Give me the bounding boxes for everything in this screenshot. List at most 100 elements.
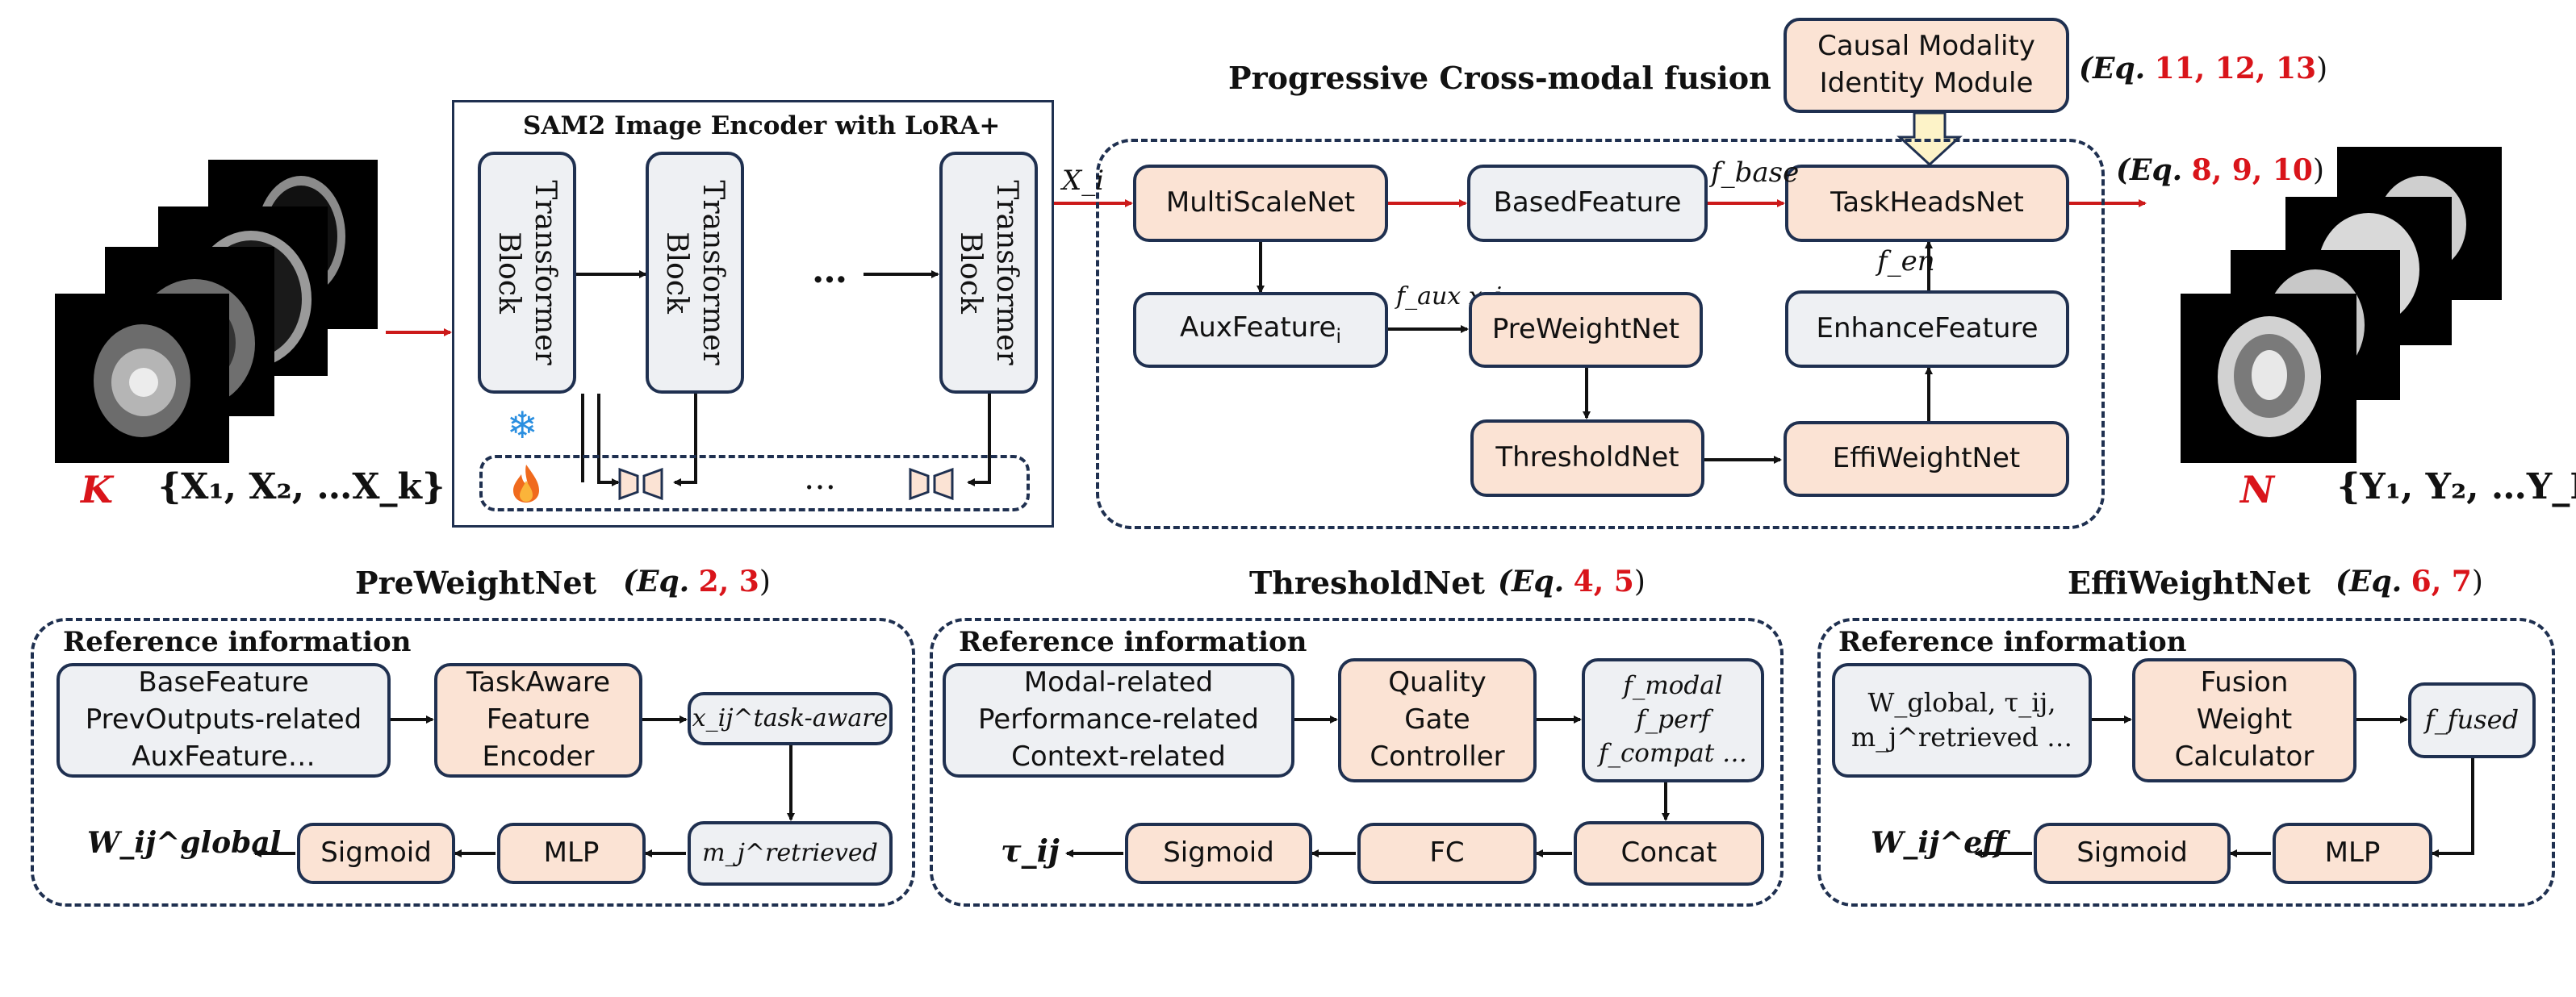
tn-gate-line-3: Controller	[1370, 740, 1505, 773]
ew-calc-line-1: Fusion	[2200, 666, 2289, 699]
ew-output-text: W_ij^eff	[1871, 826, 2006, 860]
tn-gate-line-1: Quality	[1388, 666, 1487, 699]
ew-calc-line-2: Weight	[2196, 703, 2293, 736]
tn-output-text: τ_ij	[1001, 832, 1060, 869]
tn-eq-ref: (Eq. 4, 5)	[1498, 565, 1646, 599]
tn-eq-suffix: )	[1633, 565, 1646, 599]
pw-mlp-box: MLP	[497, 823, 646, 884]
tn-fc-box: FC	[1357, 823, 1537, 884]
pw-encoder-box: TaskAware Feature Encoder	[434, 663, 642, 778]
enhance-feature-box: EnhanceFeature	[1785, 290, 2069, 368]
task-heads-net-box: TaskHeadsNet	[1785, 165, 2069, 242]
tn-feat-line-3: f_compat …	[1598, 738, 1748, 768]
pw-eq-ref: (Eq. 2, 3)	[623, 565, 771, 599]
pw-encoder-line-1: TaskAware	[466, 666, 611, 699]
tn-input-line-1: Modal-related	[1023, 666, 1214, 699]
based-feature-label: BasedFeature	[1493, 186, 1682, 219]
tn-eq-prefix: (Eq.	[1498, 565, 1565, 599]
input-slice-1	[55, 294, 229, 463]
multiscale-net-box: MultiScaleNet	[1133, 165, 1388, 242]
ew-ref-label: Reference information	[1838, 626, 2187, 658]
f-base-label: f_base	[1711, 156, 1799, 189]
f-base-text: f_base	[1711, 156, 1800, 189]
ew-fused-to-mlp-line	[2431, 758, 2474, 857]
lora-adapter-icon-2	[909, 465, 954, 507]
aux-feature-label: AuxFeaturei	[1180, 310, 1341, 349]
pw-mid-label: x_ij^task-aware	[692, 703, 889, 732]
output-slice-1	[2181, 294, 2356, 463]
tn-ref-label: Reference information	[959, 626, 1307, 658]
ew-mlp-box: MLP	[2273, 823, 2432, 884]
tn-sigmoid-label: Sigmoid	[1163, 836, 1274, 870]
pw-sigmoid-label: Sigmoid	[320, 836, 432, 870]
xi-label: X_i	[1062, 165, 1104, 197]
ew-fused-label: f_fused	[2424, 704, 2520, 736]
transformer-block-3: Transformer Block	[939, 152, 1038, 394]
ew-panel-frame	[1817, 618, 2555, 907]
sam2-encoder-frame	[452, 100, 1054, 528]
pw-input-line-3: AuxFeature…	[132, 740, 316, 773]
ew-input-line-2: m_j^retrieved …	[1850, 722, 2073, 753]
output-count-label: N	[2240, 468, 2275, 511]
effiweight-net-box: EffiWeightNet	[1784, 421, 2069, 497]
tn-feats-box: f_modal f_perf f_compat …	[1582, 658, 1764, 782]
pw-input-line-2: PrevOutputs-related	[85, 703, 362, 736]
ew-sigmoid-label: Sigmoid	[2076, 836, 2188, 870]
causal-eq-ref: (Eq. 11, 12, 13)	[2079, 52, 2327, 86]
tn-output-label: τ_ij	[1001, 832, 1060, 869]
snowflake-icon: ❄	[507, 403, 538, 447]
pw-mlp-label: MLP	[543, 836, 600, 870]
tn-concat-label: Concat	[1620, 836, 1717, 870]
aux-feature-sub: i	[1336, 325, 1342, 348]
causal-modality-box: Causal Modality Identity Module	[1784, 18, 2069, 113]
transformer-block-3-label: Transformer Block	[954, 180, 1023, 365]
pw-retrieved-label: m_j^retrieved	[702, 838, 878, 867]
xi-text: X_i	[1062, 165, 1105, 197]
ew-calc-line-3: Calculator	[2174, 740, 2315, 773]
tn-panel-frame	[930, 618, 1784, 907]
output-eq-nums: 8, 9, 10	[2191, 153, 2313, 187]
transformer-block-2-label: Transformer Block	[660, 180, 730, 365]
tn-sigmoid-box: Sigmoid	[1125, 823, 1312, 884]
based-feature-box: BasedFeature	[1467, 165, 1708, 242]
tn-feat-line-2: f_perf	[1636, 705, 1710, 735]
pw-eq-prefix: (Eq.	[623, 565, 690, 599]
pw-panel-frame	[31, 618, 915, 907]
ew-eq-ref: (Eq. 6, 7)	[2336, 565, 2483, 599]
output-eq-prefix: (Eq.	[2116, 153, 2183, 187]
tn-eq-nums: 4, 5	[1573, 565, 1634, 599]
f-en-label: f_en	[1877, 245, 1935, 277]
lora-adapter-icon-1	[618, 465, 663, 507]
threshold-net-box: ThresholdNet	[1470, 419, 1704, 497]
pw-output-label: W_ij^global	[87, 826, 281, 860]
preweight-net-box: PreWeightNet	[1469, 292, 1703, 368]
pw-inputs-box: BaseFeature PrevOutputs-related AuxFeatu…	[56, 663, 391, 778]
causal-eq-nums: 11, 12, 13	[2154, 52, 2317, 86]
output-eq-ref: (Eq. 8, 9, 10)	[2116, 153, 2324, 187]
ew-inputs-box: W_global, τ_ij, m_j^retrieved …	[1832, 663, 2092, 778]
input-set-label: {X₁, X₂, …X_k}	[158, 466, 445, 507]
effiweight-net-label: EffiWeightNet	[1832, 442, 2021, 475]
tn-input-line-2: Performance-related	[978, 703, 1259, 736]
enhance-feature-label: EnhanceFeature	[1816, 312, 2039, 345]
tn-gate-line-2: Gate	[1404, 703, 1470, 736]
transformer-block-2: Transformer Block	[646, 152, 744, 394]
tn-fc-label: FC	[1429, 836, 1465, 870]
pw-eq-suffix: )	[759, 565, 771, 599]
fusion-frame	[1096, 139, 2105, 529]
tn-input-line-3: Context-related	[1011, 740, 1226, 773]
ew-output-label: W_ij^eff	[1871, 826, 2006, 860]
fusion-title: Progressive Cross-modal fusion	[1228, 60, 1771, 96]
output-set-text: {Y₁, Y₂, …Y_N}	[2337, 466, 2576, 507]
pw-mid-box: x_ij^task-aware	[688, 692, 893, 745]
pw-panel-title: PreWeightNet	[355, 565, 597, 601]
transformer-block-1: Transformer Block	[478, 152, 576, 394]
threshold-net-label: ThresholdNet	[1495, 441, 1679, 474]
pw-ref-label: Reference information	[63, 626, 412, 658]
lora-dots: …	[804, 460, 836, 497]
pw-input-line-1: BaseFeature	[138, 666, 309, 699]
lora-adapter-strip	[479, 455, 1030, 511]
task-heads-net-label: TaskHeadsNet	[1830, 186, 2024, 219]
